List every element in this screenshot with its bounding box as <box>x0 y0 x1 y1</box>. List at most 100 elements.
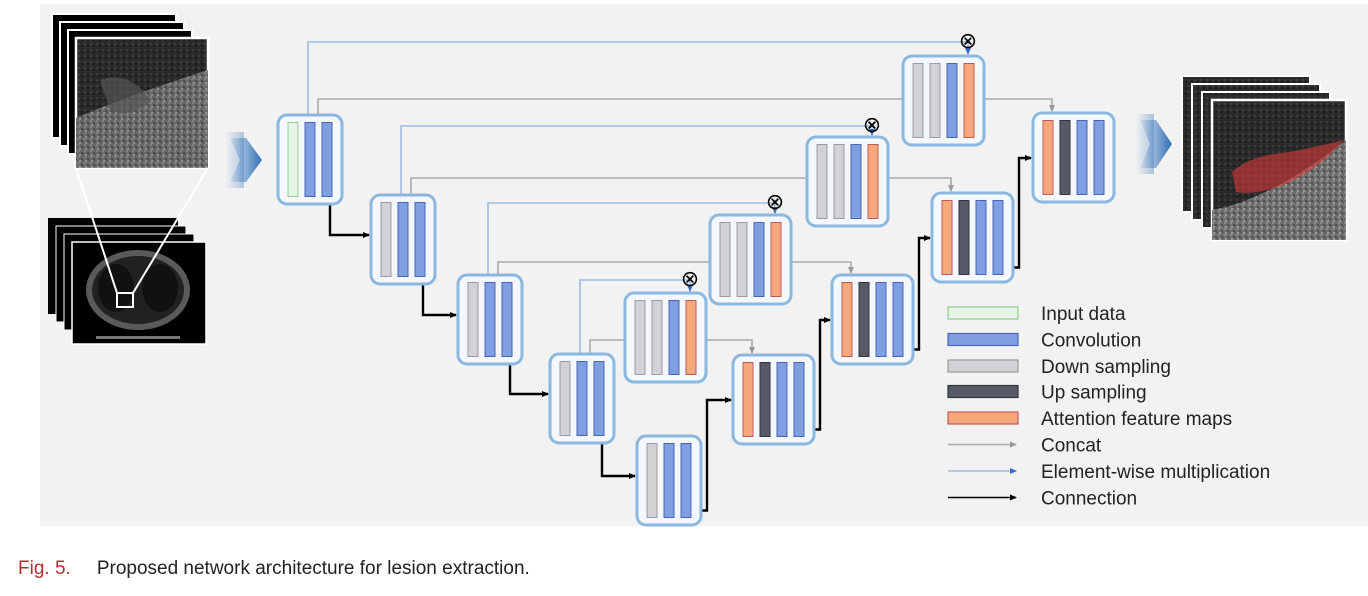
multiplication-arrow <box>307 41 971 115</box>
caption-text: Proposed network architecture for lesion… <box>96 558 530 579</box>
connection-arrow <box>328 204 370 238</box>
diagram-background <box>40 4 1368 526</box>
output-segmentation-stack <box>1181 75 1348 242</box>
block-enc3 <box>456 273 524 366</box>
legend-item-up: Up sampling <box>947 383 1147 404</box>
layer-down <box>912 63 924 138</box>
layer-conv <box>680 443 692 518</box>
legend-label: Convolution <box>1041 331 1141 352</box>
connection-arrow <box>508 364 549 397</box>
multiply-symbol: ⊗ <box>959 28 977 53</box>
block-enc2 <box>369 193 437 286</box>
block-att1 <box>901 54 986 147</box>
connection-arrow <box>814 317 831 431</box>
legend-item-attn: Attention feature maps <box>947 409 1232 430</box>
figure-caption: Fig. 5.Proposed network architecture for… <box>18 558 530 580</box>
legend-label: Down sampling <box>1041 357 1171 378</box>
layer-attn <box>841 282 853 357</box>
block-att2 <box>805 135 890 228</box>
legend-swatch <box>947 411 1019 425</box>
layer-up <box>858 282 870 357</box>
legend-label: Concat <box>1041 436 1102 457</box>
legend-swatch <box>947 384 1019 399</box>
layer-attn <box>1042 120 1054 195</box>
input-ct-crop-stack <box>51 13 210 170</box>
multiply-symbol: ⊗ <box>766 189 784 214</box>
layer-conv <box>576 361 588 436</box>
layer-down <box>634 300 646 375</box>
connection-arrow <box>913 235 931 351</box>
layer-input <box>287 122 299 197</box>
layer-conv <box>1093 120 1105 195</box>
block-dec1 <box>1031 111 1116 204</box>
layer-up <box>759 362 771 437</box>
network-blocks <box>276 54 1116 527</box>
layer-down <box>816 144 828 219</box>
layer-down <box>646 443 658 518</box>
layer-conv <box>776 362 788 437</box>
layer-attn <box>742 362 754 437</box>
concat-connections <box>317 98 1055 354</box>
layer-conv <box>668 300 680 375</box>
layer-conv <box>593 361 605 436</box>
multiply-symbol: ⊗ <box>681 266 699 291</box>
legend-item-concat-arrow: Concat <box>948 436 1102 457</box>
layer-attn <box>963 63 975 138</box>
layer-conv <box>892 282 904 357</box>
block-att4 <box>623 291 708 384</box>
layer-down <box>719 222 731 297</box>
block-dec2 <box>930 191 1015 284</box>
block-dec4 <box>731 353 816 446</box>
layer-conv <box>975 200 987 275</box>
concat-arrow <box>410 177 954 195</box>
legend-item-conv: Convolution <box>947 331 1141 352</box>
concat-arrow <box>317 98 1055 115</box>
legend-item-conn-arrow: Connection <box>948 489 1137 510</box>
input-ct-slice-stack <box>48 218 207 345</box>
layer-conv <box>793 362 805 437</box>
layer-conv <box>663 443 675 518</box>
layer-conv <box>414 202 426 277</box>
legend-item-down: Down sampling <box>947 357 1171 378</box>
layer-conv <box>992 200 1004 275</box>
layer-attn <box>867 144 879 219</box>
legend-label: Connection <box>1041 489 1137 510</box>
legend-item-mult-arrow: Element-wise multiplication <box>948 462 1270 483</box>
layer-attn <box>770 222 782 297</box>
multiplication-arrow <box>487 202 778 275</box>
connection-arrow <box>600 443 636 479</box>
connection-arrow <box>1013 155 1032 269</box>
connection-arrow <box>421 284 457 318</box>
block-enc4 <box>548 352 616 445</box>
legend-item-input: Input data <box>947 304 1126 325</box>
layer-conv <box>304 122 316 197</box>
legend-swatch <box>947 306 1019 320</box>
legend-label: Element-wise multiplication <box>1041 462 1270 483</box>
layer-down <box>559 361 571 436</box>
connection-arrow <box>701 397 732 512</box>
block-enc1 <box>276 113 344 206</box>
layer-conv <box>1076 120 1088 195</box>
layer-up <box>1059 120 1071 195</box>
layer-down <box>833 144 845 219</box>
block-connections <box>328 155 1032 512</box>
layer-conv <box>484 282 496 357</box>
layer-conv <box>501 282 513 357</box>
layer-conv <box>946 63 958 138</box>
multiplication-arrow <box>579 279 693 354</box>
layer-conv <box>875 282 887 357</box>
legend-swatch <box>947 332 1019 347</box>
legend-swatch <box>947 359 1019 373</box>
multiplication-arrow <box>400 125 875 195</box>
multiplication-connections <box>307 41 971 354</box>
block-att3 <box>708 213 793 306</box>
legend-label: Up sampling <box>1041 383 1147 404</box>
layer-conv <box>321 122 333 197</box>
legend-label: Input data <box>1041 304 1126 325</box>
block-dec3 <box>830 273 915 366</box>
layer-down <box>380 202 392 277</box>
concat-arrow <box>497 261 854 275</box>
legend-label: Attention feature maps <box>1041 409 1232 430</box>
